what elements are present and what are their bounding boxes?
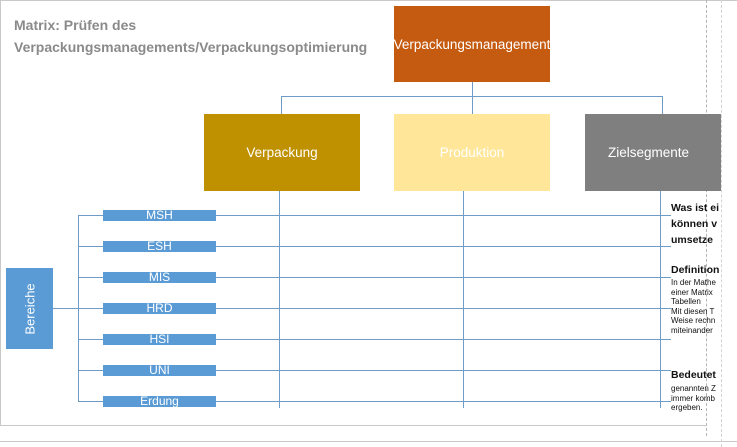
side-paragraph-line: einer Matrix [671, 287, 713, 297]
page-bottom-border [0, 425, 706, 426]
side-heading-line: umsetze [671, 234, 714, 246]
page-bottom-border-2 [0, 441, 737, 442]
side-paragraph-line: Weise rechn [671, 316, 716, 325]
side-heading-line: können v [671, 218, 718, 230]
bracket-to-bereiche [53, 308, 78, 309]
bracket-tick-2 [78, 246, 103, 247]
row-node-hsi[interactable]: HSI [103, 333, 216, 345]
side-paragraph-line: Tabellen [671, 297, 701, 306]
title-line-1: Matrix: Prüfen des [14, 17, 137, 33]
connector-col3-drop [662, 96, 663, 114]
column-node-label: Zielsegmente [608, 145, 690, 160]
bracket-tick-4 [78, 308, 103, 309]
root-node-label: Verpackungsmanagement [393, 36, 551, 52]
side-paragraph-line: genannten Z [671, 384, 716, 393]
side-heading: Bedeutet [671, 369, 716, 381]
row-node-erdung[interactable]: Erdung [103, 395, 216, 407]
group-node-label: Bereiche [22, 282, 37, 335]
connector-root-down [472, 82, 473, 96]
side-text-block-2: Definition In der Mathe einer Matrix Tab… [671, 262, 723, 335]
column-line-zielsegmente [660, 191, 661, 408]
row-line-5 [216, 339, 671, 340]
side-paragraph-line: In der Mathe [671, 278, 716, 287]
connector-col2-drop [472, 96, 473, 114]
side-heading: Definition [671, 264, 720, 276]
side-paragraph-line: ergeben. [671, 403, 703, 412]
column-node-label: Verpackung [246, 145, 318, 160]
column-node-zielsegmente[interactable]: Zielsegmente [585, 114, 721, 191]
page-top-border [0, 0, 737, 1]
bracket-tick-6 [78, 370, 103, 371]
side-heading-line: Was ist ei [671, 202, 720, 214]
row-line-1 [216, 215, 671, 216]
page-margin-guide [706, 0, 707, 436]
column-node-label: Produktion [439, 145, 505, 160]
column-node-verpackung[interactable]: Verpackung [204, 114, 360, 191]
bracket-tick-1 [78, 215, 103, 216]
row-line-7 [216, 401, 671, 402]
row-node-uni[interactable]: UNI [103, 364, 216, 376]
group-node-bereiche[interactable]: Bereiche [6, 268, 53, 349]
row-line-3 [216, 277, 671, 278]
root-node[interactable]: Verpackungsmanagement [394, 6, 550, 82]
side-text-block-3: Bedeutet genannten Z immer komb ergeben. [671, 367, 723, 413]
row-line-6 [216, 370, 671, 371]
connector-columns-horizontal [281, 96, 662, 97]
side-paragraph-line: immer komb [671, 393, 716, 403]
column-line-produktion [463, 191, 464, 408]
column-line-verpackung [279, 191, 280, 408]
side-paragraph-line: Mit diesen T [671, 306, 715, 316]
row-line-4 [216, 308, 671, 309]
side-text-block-1: Was ist ei können v umsetze [671, 200, 723, 248]
bracket-tick-5 [78, 339, 103, 340]
row-node-esh[interactable]: ESH [103, 240, 216, 252]
row-node-mis[interactable]: MIS [103, 271, 216, 283]
column-node-produktion[interactable]: Produktion [394, 114, 550, 191]
side-paragraph-line: miteinander [671, 325, 713, 335]
connector-col1-drop [281, 96, 282, 114]
bracket-tick-7 [78, 401, 103, 402]
page-title: Matrix: Prüfen des Verpackungsmanagement… [14, 14, 367, 58]
title-line-2: Verpackungsmanagements/Verpackungsoptimi… [14, 39, 368, 55]
page-margin-guide-2 [721, 0, 722, 447]
row-node-hrd[interactable]: HRD [103, 302, 216, 314]
bracket-tick-3 [78, 277, 103, 278]
row-node-msh[interactable]: MSH [103, 209, 216, 221]
row-line-2 [216, 246, 671, 247]
page-left-border [0, 0, 1, 425]
